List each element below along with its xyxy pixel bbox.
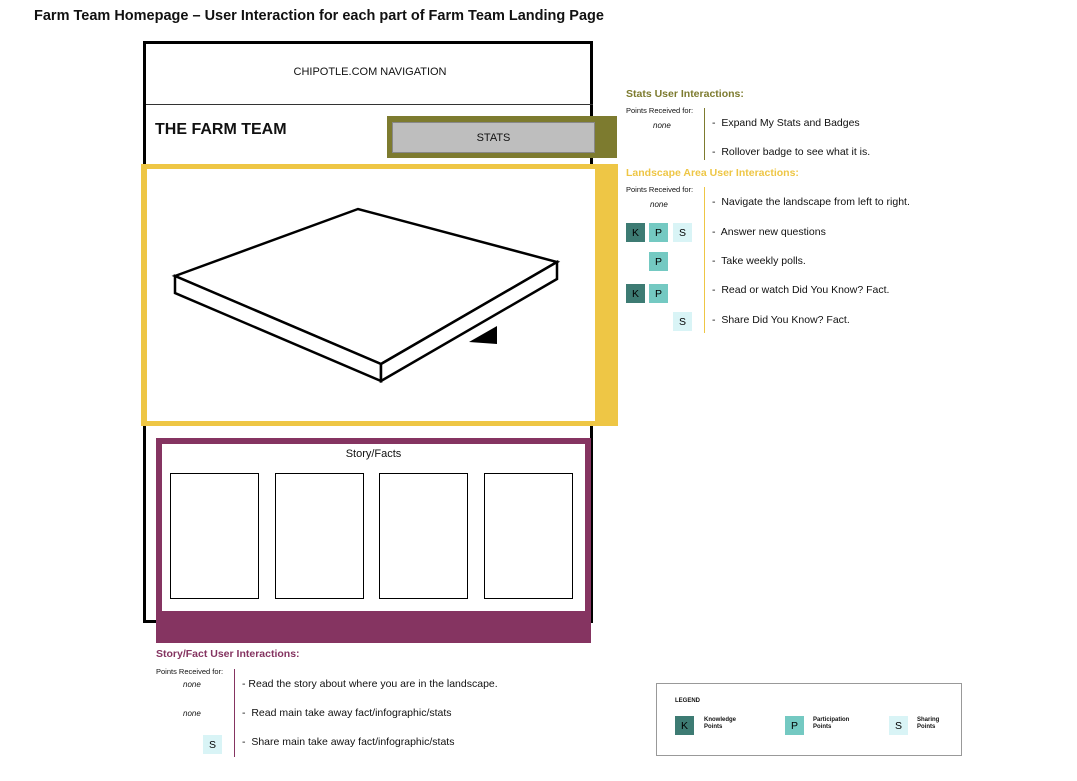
landscape-item: - Answer new questions	[712, 226, 826, 238]
legend-sharing-badge: S	[889, 716, 908, 735]
legend-title: LEGEND	[675, 698, 701, 704]
stats-divider	[704, 108, 705, 160]
story-card[interactable]	[275, 473, 364, 599]
landscape-area[interactable]	[147, 169, 595, 421]
knowledge-badge: K	[626, 223, 645, 242]
points-label: Points Received for:	[626, 185, 694, 194]
participation-badge: P	[649, 284, 668, 303]
points-none: none	[653, 121, 671, 130]
story-divider	[234, 669, 235, 757]
site-navigation[interactable]: CHIPOTLE.COM NAVIGATION	[293, 66, 447, 78]
landscape-item: - Read or watch Did You Know? Fact.	[712, 284, 890, 296]
story-card[interactable]	[484, 473, 573, 599]
participation-badge: P	[649, 252, 668, 271]
landscape-item: - Share Did You Know? Fact.	[712, 314, 850, 326]
scroll-arrow-icon	[469, 326, 497, 344]
legend-participation-badge: P	[785, 716, 804, 735]
sharing-badge: S	[673, 312, 692, 331]
story-card[interactable]	[170, 473, 259, 599]
points-none: none	[183, 680, 201, 689]
points-none: none	[183, 709, 201, 718]
story-item: - Read main take away fact/infographic/s…	[242, 707, 452, 719]
points-none: none	[650, 200, 668, 209]
legend-knowledge-badge: K	[675, 716, 694, 735]
landscape-platform-illustration	[171, 207, 561, 384]
participation-badge: P	[649, 223, 668, 242]
knowledge-badge: K	[626, 284, 645, 303]
sharing-badge: S	[203, 735, 222, 754]
landscape-section-title: Landscape Area User Interactions:	[626, 167, 799, 179]
legend	[656, 683, 962, 756]
story-facts-title: Story/Facts	[345, 448, 402, 460]
sharing-badge: S	[673, 223, 692, 242]
points-label: Points Received for:	[156, 667, 224, 676]
points-label: Points Received for:	[626, 106, 694, 115]
stats-button[interactable]: STATS	[392, 122, 595, 153]
story-item: - Read the story about where you are in …	[242, 678, 498, 690]
stats-section-title: Stats User Interactions:	[626, 88, 744, 100]
story-card[interactable]	[379, 473, 468, 599]
story-section-title: Story/Fact User Interactions:	[156, 648, 300, 660]
landscape-item: - Take weekly polls.	[712, 255, 806, 267]
stats-item: - Expand My Stats and Badges	[712, 117, 860, 129]
farm-team-title: THE FARM TEAM	[155, 121, 287, 138]
landscape-item: - Navigate the landscape from left to ri…	[712, 196, 910, 208]
stats-item: - Rollover badge to see what it is.	[712, 146, 871, 158]
story-item: - Share main take away fact/infographic/…	[242, 736, 455, 748]
nav-divider	[146, 104, 593, 105]
landscape-divider	[704, 187, 705, 333]
page-title: Farm Team Homepage – User Interaction fo…	[34, 8, 604, 24]
